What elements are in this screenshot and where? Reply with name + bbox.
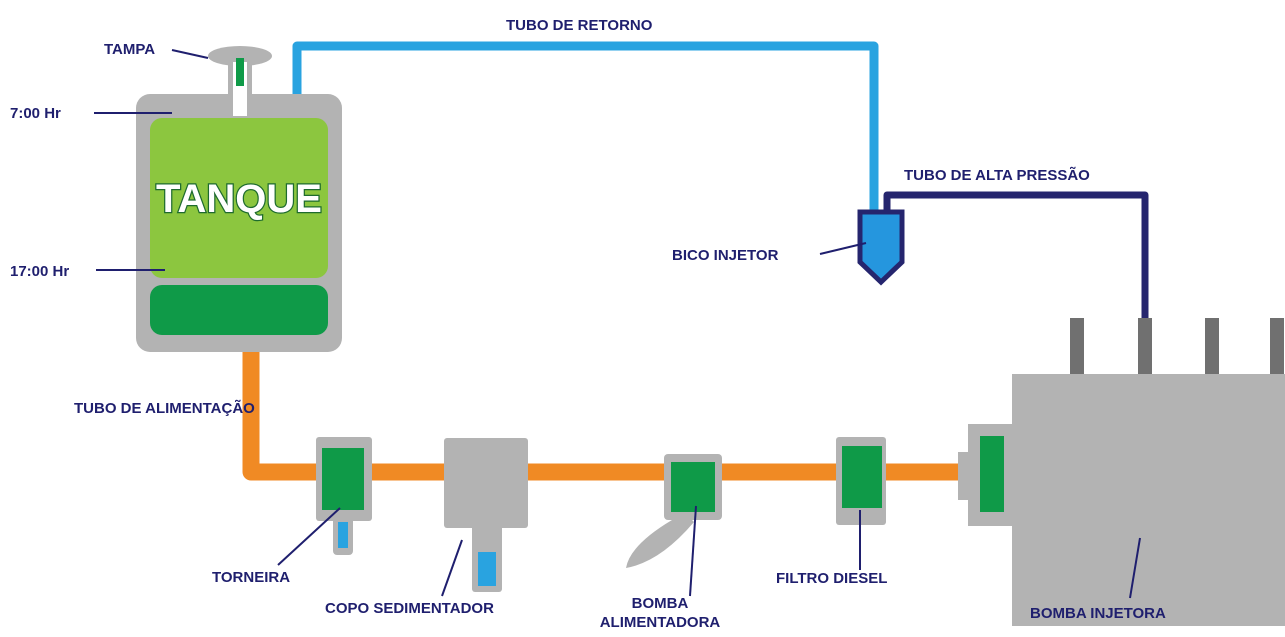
label-sediment-cup: COPO SEDIMENTADOR (325, 600, 494, 617)
label-time-bottom: 17:00 Hr (10, 263, 69, 280)
leader-sediment-cup (441, 539, 463, 597)
label-return-tube: TUBO DE RETORNO (506, 17, 653, 34)
high-pressure-tube (883, 191, 1149, 325)
feed-pump-lever (626, 512, 694, 568)
label-valve: TORNEIRA (212, 569, 290, 586)
sediment-cup (444, 438, 528, 592)
label-diesel-filter: FILTRO DIESEL (776, 570, 887, 587)
leader-valve (277, 507, 341, 566)
leader-injection-pump (1129, 537, 1141, 599)
tank-title: TANQUE (156, 177, 322, 221)
label-injector-nozzle: BICO INJETOR (672, 247, 779, 264)
label-feed-pump-line1: BOMBA (632, 595, 689, 612)
leader-injector (819, 242, 867, 255)
feed-pump (626, 454, 722, 568)
tank-sediment (150, 285, 328, 335)
valve (316, 437, 372, 555)
return-tube (292, 41, 879, 220)
label-feed-pump-line2: ALIMENTADORA (600, 614, 721, 631)
leader-feed-pump (689, 505, 697, 597)
leader-lines (94, 49, 1141, 599)
diesel-filter (836, 437, 886, 525)
injection-pump (958, 318, 1285, 626)
leader-tampa (171, 49, 209, 59)
fuel-level-gauge (236, 58, 244, 86)
label-feed-tube: TUBO DE ALIMENTAÇÃO (74, 399, 255, 417)
tank-neck-inner-top (233, 90, 247, 116)
label-injection-pump: BOMBA INJETORA (1030, 605, 1166, 622)
injector-nozzle (857, 209, 905, 286)
label-high-pressure-tube: TUBO DE ALTA PRESSÃO (904, 166, 1090, 184)
tank: TANQUE (136, 46, 342, 352)
feed-tube (242, 345, 965, 481)
label-tampa: TAMPA (104, 41, 155, 58)
tank-fuel (150, 118, 328, 278)
label-time-top: 7:00 Hr (10, 105, 61, 122)
